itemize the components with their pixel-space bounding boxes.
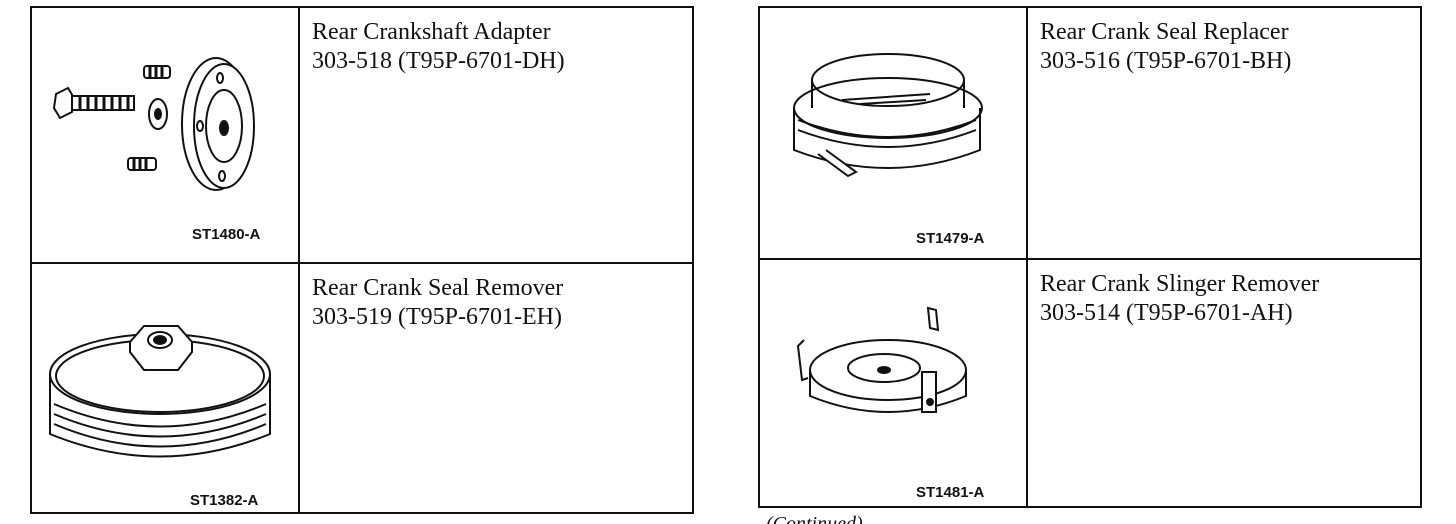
tool-name: Rear Crank Seal Remover: [312, 275, 564, 301]
tool-part-number: 303-516 (T95P-6701-BH): [1040, 48, 1292, 74]
tool-part-number: 303-514 (T95P-6701-AH): [1040, 300, 1293, 326]
right-tool-table: ST1479-A Rear Crank Seal Replacer 303-51…: [758, 6, 1422, 508]
figure-code-label: ST1382-A: [190, 492, 259, 509]
rear-crankshaft-adapter-illustration: [52, 57, 255, 191]
rear-crank-slinger-remover-illustration: [796, 306, 967, 413]
tool-figure-cell: ST1479-A: [760, 8, 1028, 258]
tool-row-rear-crank-seal-remover: ST1382-A Rear Crank Seal Remover 303-519…: [32, 262, 692, 512]
left-tool-table: ST1480-A Rear Crankshaft Adapter 303-518…: [30, 6, 694, 514]
tool-part-number: 303-518 (T95P-6701-DH): [312, 48, 565, 74]
tool-description: Rear Crankshaft Adapter 303-518 (T95P-67…: [300, 8, 692, 262]
tool-row-rear-crank-seal-replacer: ST1479-A Rear Crank Seal Replacer 303-51…: [760, 8, 1420, 258]
tool-part-number: 303-519 (T95P-6701-EH): [312, 304, 562, 330]
tool-name: Rear Crank Slinger Remover: [1040, 271, 1320, 297]
continued-note: (Continued): [766, 513, 863, 524]
tool-name: Rear Crank Seal Replacer: [1040, 19, 1289, 45]
rear-crank-seal-replacer-illustration: [793, 53, 983, 178]
figure-code-label: ST1480-A: [192, 226, 261, 243]
tool-description: Rear Crank Seal Replacer 303-516 (T95P-6…: [1028, 8, 1420, 258]
figure-code-label: ST1481-A: [916, 484, 985, 501]
rear-crank-seal-remover-illustration: [49, 325, 271, 458]
tool-row-rear-crank-slinger-remover: ST1481-A Rear Crank Slinger Remover 303-…: [760, 258, 1420, 506]
tool-row-rear-crankshaft-adapter: ST1480-A Rear Crankshaft Adapter 303-518…: [32, 8, 692, 262]
tool-figure-cell: ST1481-A: [760, 260, 1028, 506]
tool-name: Rear Crankshaft Adapter: [312, 19, 551, 45]
figure-code-label: ST1479-A: [916, 230, 985, 247]
tool-description: Rear Crank Slinger Remover 303-514 (T95P…: [1028, 260, 1420, 506]
tool-description: Rear Crank Seal Remover 303-519 (T95P-67…: [300, 264, 692, 512]
tool-figure-cell: ST1480-A: [32, 8, 300, 262]
tool-figure-cell: ST1382-A: [32, 264, 300, 512]
